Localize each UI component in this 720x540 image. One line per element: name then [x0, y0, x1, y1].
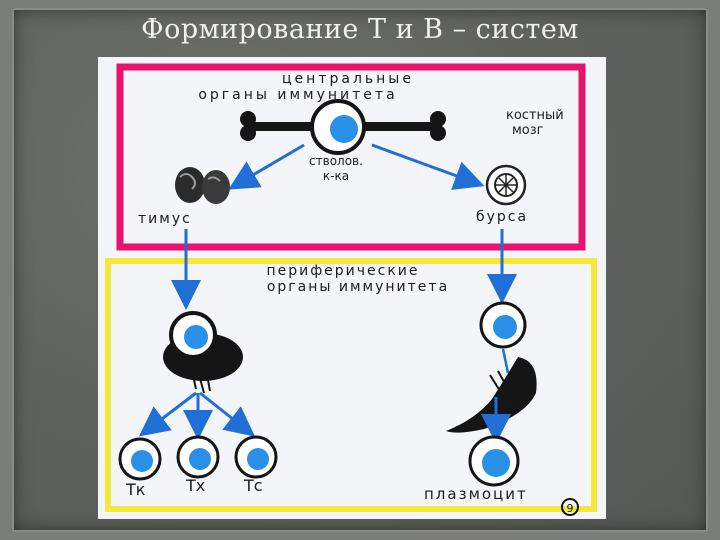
thymus-icon — [175, 167, 230, 204]
bone-marrow-label-line1: костный — [506, 108, 564, 123]
peripheral-heading-line1: периферические — [266, 263, 419, 279]
central-heading-line1: центральные — [282, 71, 414, 87]
peripheral-organs-frame — [105, 258, 597, 512]
slide-title: Формирование Т и В – систем — [141, 14, 579, 45]
arrow-to-thymus — [228, 143, 305, 190]
arrow-to-bursa — [371, 143, 485, 190]
tx-cell-icon — [176, 435, 220, 479]
bursa-icon — [485, 164, 527, 206]
stem-cell-label-line1: стволов. — [309, 154, 363, 168]
b-lymphocyte-icon — [479, 301, 527, 349]
stem-cell-label-line2: к-ка — [323, 169, 349, 183]
central-heading-line2: органы иммунитета — [198, 87, 397, 103]
arrow-to-tk — [138, 391, 197, 437]
bone-marrow-label-line2: мозг — [512, 123, 544, 138]
plasma-cell-label: плазмоцит — [424, 485, 528, 503]
bursa-label: бурса — [476, 209, 528, 225]
tk-label: Тк — [125, 480, 146, 499]
arrow-b-to-spleen — [501, 348, 510, 374]
tk-cell-icon — [118, 437, 162, 481]
plasma-cell-icon — [468, 435, 520, 487]
tc-label: Тс — [243, 476, 263, 495]
page-number: 9 — [567, 502, 574, 515]
central-organs-frame — [116, 63, 586, 251]
arrow-to-tc — [199, 391, 256, 437]
immune-system-diagram: центральные органы иммунитета костный мо… — [98, 57, 606, 519]
peripheral-heading-line2: органы иммунитета — [267, 279, 449, 295]
t-lymphocyte-icon — [163, 311, 243, 394]
stem-cell-icon — [310, 99, 366, 155]
tx-label: Тх — [185, 476, 205, 495]
thymus-label: тимус — [138, 211, 192, 227]
diagram-canvas: центральные органы иммунитета костный мо… — [105, 63, 597, 516]
spleen-icon — [446, 357, 537, 433]
tc-cell-icon — [234, 435, 278, 479]
page-number-badge: 9 — [561, 498, 579, 516]
